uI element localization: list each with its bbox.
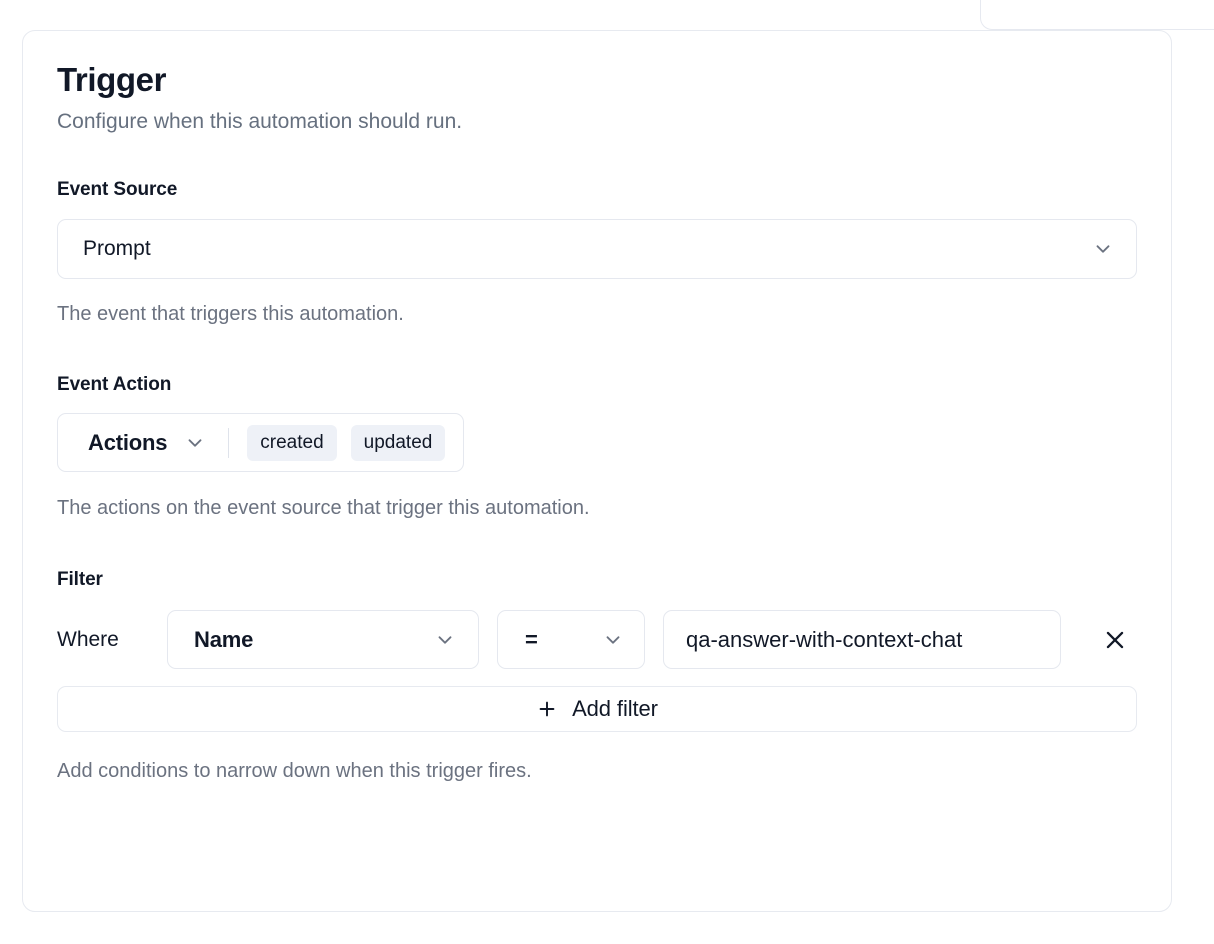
event-action-dropdown[interactable]: Actions <box>88 430 206 456</box>
event-action-dropdown-label: Actions <box>88 429 168 455</box>
event-source-label: Event Source <box>57 179 178 201</box>
filter-field-select[interactable]: Name <box>167 610 479 670</box>
filter-section: Filter Where Name = <box>57 569 1137 784</box>
add-filter-label: Add filter <box>572 696 658 722</box>
page-subtitle: Configure when this automation should ru… <box>57 109 463 133</box>
event-source-helper: The event that triggers this automation. <box>57 303 404 326</box>
action-pill-updated[interactable]: updated <box>350 424 446 461</box>
chevron-down-icon <box>184 432 206 454</box>
filter-value-input[interactable] <box>663 610 1061 670</box>
event-source-select[interactable]: Prompt <box>57 219 1137 280</box>
divider <box>228 427 230 458</box>
filter-field-value: Name <box>194 626 254 652</box>
filter-helper: Add conditions to narrow down when this … <box>57 760 532 783</box>
filter-operator-value: = <box>525 626 538 652</box>
chevron-down-icon <box>602 629 624 651</box>
page-title: Trigger <box>57 61 167 98</box>
event-action-label: Event Action <box>57 374 172 396</box>
filter-label: Filter <box>57 569 103 591</box>
action-pill-created[interactable]: created <box>247 424 337 461</box>
event-source-value: Prompt <box>83 237 151 261</box>
plus-icon <box>539 701 555 717</box>
filter-operator-select[interactable]: = <box>497 610 645 670</box>
event-action-helper: The actions on the event source that tri… <box>57 497 590 520</box>
where-label: Where <box>57 627 119 651</box>
chevron-down-icon <box>434 629 456 651</box>
close-icon <box>1106 631 1124 648</box>
trigger-card: Trigger Configure when this automation s… <box>22 30 1172 912</box>
add-filter-button[interactable]: Add filter <box>57 686 1137 733</box>
event-action-section: Event Action Actions created updated The… <box>57 374 1137 521</box>
event-action-control: Actions created updated <box>57 413 465 473</box>
remove-filter-button[interactable] <box>1095 620 1135 660</box>
filter-row: Where Name = <box>57 610 1137 670</box>
event-source-section: Event Source Prompt The event that trigg… <box>57 179 1137 327</box>
chevron-down-icon <box>1092 238 1114 260</box>
background-panel-edge <box>980 0 1214 30</box>
